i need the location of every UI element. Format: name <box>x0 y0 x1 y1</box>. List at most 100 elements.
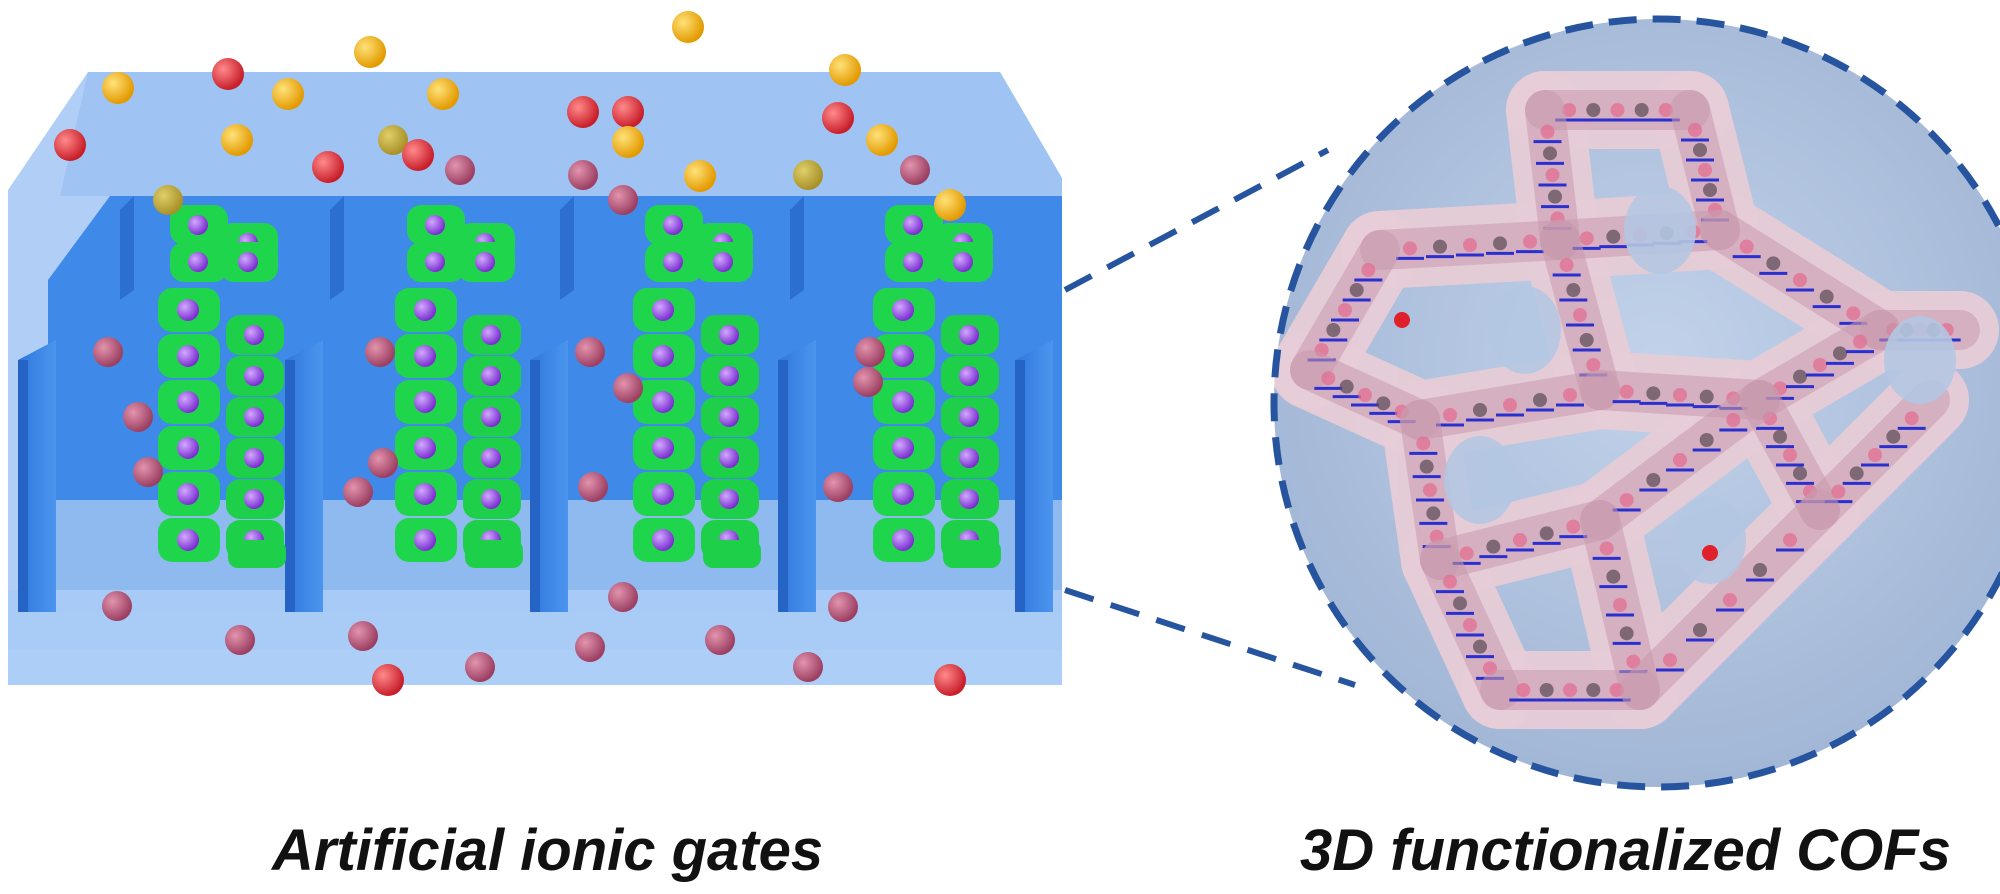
framework-atom <box>1463 618 1477 632</box>
purple-ion <box>177 299 199 321</box>
purple-ion <box>414 299 436 321</box>
yellow-ion <box>672 11 704 43</box>
framework-atom <box>1619 493 1634 507</box>
framework-atom <box>1459 546 1474 561</box>
yellow-ion <box>684 160 716 192</box>
framework-atom <box>1819 289 1834 304</box>
channel-divider <box>120 196 134 300</box>
mauve-ion <box>343 477 373 507</box>
purple-ion <box>663 215 683 235</box>
framework-atom <box>1539 526 1554 541</box>
purple-ion <box>177 483 199 505</box>
framework-atom <box>1533 393 1547 407</box>
framework-atom <box>1813 358 1827 372</box>
framework-atom <box>1548 189 1562 204</box>
framework-atom <box>1606 229 1621 244</box>
purple-ion <box>414 437 436 459</box>
purple-ion <box>652 299 674 321</box>
framework-atom <box>1619 384 1634 399</box>
channel-wall-edge <box>285 360 295 612</box>
mauve-ion <box>855 337 885 367</box>
framework-atom <box>1566 283 1581 297</box>
framework-atom <box>1753 563 1767 577</box>
purple-ion <box>244 407 264 427</box>
framework-atom <box>1904 411 1919 426</box>
channel-divider <box>560 196 574 300</box>
framework-atom <box>1831 484 1846 499</box>
purple-ion <box>414 483 436 505</box>
framework-pore <box>1674 496 1746 584</box>
framework-atom <box>1586 358 1601 372</box>
red-ion <box>212 58 244 90</box>
framework-atom <box>1416 436 1431 451</box>
yellow-ion <box>427 78 459 110</box>
framework-atom <box>1773 429 1787 444</box>
framework-atom <box>1646 473 1661 487</box>
purple-ion <box>414 345 436 367</box>
framework-pore <box>1444 436 1516 524</box>
purple-ion <box>652 437 674 459</box>
red-ion <box>54 129 86 161</box>
framework-atom <box>1579 231 1594 246</box>
red-ion <box>312 151 344 183</box>
purple-ion <box>903 252 923 272</box>
zoom-connector-bottom <box>1064 587 1356 688</box>
framework-atom <box>1783 533 1797 547</box>
purple-ion <box>959 489 979 509</box>
mauve-ion <box>568 160 598 190</box>
framework-atom <box>1403 241 1417 256</box>
framework-atom <box>1376 396 1391 411</box>
framework-atom <box>1349 283 1364 297</box>
framework-atom <box>1579 333 1594 347</box>
framework-atom <box>1516 683 1531 697</box>
framework-atom <box>1443 574 1457 589</box>
framework-atom <box>1599 541 1614 556</box>
purple-ion <box>663 252 683 272</box>
framework-atom <box>1339 379 1354 394</box>
channel-wall-edge <box>18 360 28 612</box>
mauve-ion <box>575 337 605 367</box>
channel-wall-edge <box>530 360 540 612</box>
framework-atom <box>1493 236 1507 251</box>
framework-atom <box>1793 369 1807 384</box>
framework-atom <box>1693 623 1707 637</box>
yellow-ion <box>829 54 861 86</box>
mauve-ion <box>705 625 735 655</box>
framework-atom <box>1699 433 1714 447</box>
purple-ion <box>177 437 199 459</box>
purple-ion <box>188 252 208 272</box>
red-ion <box>822 102 854 134</box>
purple-ion <box>244 366 264 386</box>
purple-ion <box>959 407 979 427</box>
channel-wall-edge <box>1015 360 1025 612</box>
framework-atom <box>1540 124 1555 139</box>
cof-framework <box>1274 71 1999 729</box>
framework-atom <box>1545 168 1560 182</box>
green-transporter-block <box>703 540 761 568</box>
framework-atom <box>1613 598 1627 612</box>
purple-ion <box>481 325 501 345</box>
purple-ion <box>652 345 674 367</box>
framework-atom <box>1726 413 1741 427</box>
purple-ion <box>892 345 914 367</box>
mauve-ion <box>465 652 495 682</box>
mauve-ion <box>793 652 823 682</box>
framework-atom <box>1609 683 1624 697</box>
framework-atom <box>1463 238 1477 252</box>
framework-atom <box>1868 448 1882 462</box>
purple-ion <box>177 345 199 367</box>
framework-atom <box>1619 626 1634 641</box>
framework-atom <box>1886 429 1901 444</box>
purple-ion <box>959 448 979 468</box>
channel-walls <box>18 196 1053 612</box>
olive-ion <box>378 125 408 155</box>
purple-ion <box>414 529 436 551</box>
framework-atom <box>1563 683 1577 697</box>
framework-atom <box>1338 303 1352 317</box>
framework-atom <box>1573 308 1587 322</box>
red-ion <box>567 96 599 128</box>
framework-atom <box>1586 103 1601 117</box>
mauve-ion <box>93 337 123 367</box>
yellow-ion <box>272 78 304 110</box>
purple-ion <box>959 325 979 345</box>
